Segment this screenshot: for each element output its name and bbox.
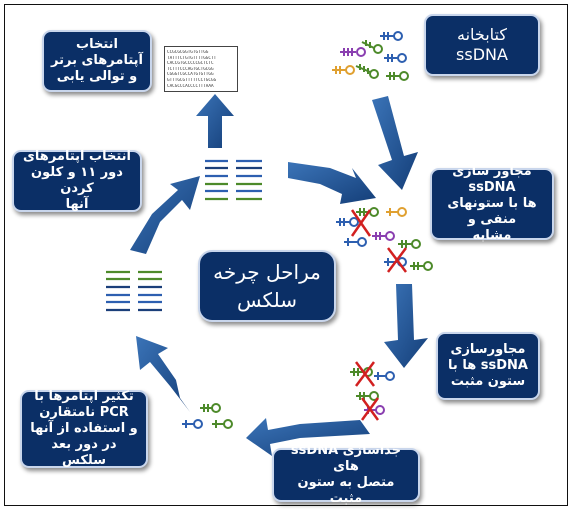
cycle-title: مراحل چرخه سلکس: [213, 260, 321, 312]
step-sequencing-box: انتخاب آپتامرهای برتر و توالی یابی: [42, 30, 152, 92]
arrow-round11-to-sequencing: [196, 94, 234, 148]
arrow-separation-to-amplification: [136, 336, 190, 412]
step-negative-selection-box: مجاور سازی ssDNA ها با ستونهای منفی و مش…: [430, 164, 554, 243]
step-positive-selection-label: مجاورسازی ssDNA ها با ستون مثبت: [448, 342, 528, 389]
arrow-amplification-to-round11: [130, 176, 200, 254]
aptamer-negative-cluster: [336, 207, 433, 273]
step-separation-label: جداسازی ssDNA های متصل به ستون مثبت: [290, 443, 402, 506]
cycle-arrows: [130, 94, 428, 456]
step-round11-label: انتخاب آپتامرهای دور ۱۱ و کلون کردن آنها: [23, 149, 131, 212]
diagram-frame: [4, 4, 568, 506]
cycle-title-box: مراحل چرخه سلکس: [198, 250, 336, 322]
aptamer-positive-cluster: [350, 361, 395, 421]
sequence-line: TATTTCTGTGTTTTGGCTT: [167, 55, 217, 61]
arrow-positive-to-separation: [246, 418, 370, 456]
sequence-lines-left: [106, 270, 162, 312]
step-separation-box: جداسازی ssDNA های متصل به ستون مثبت: [272, 443, 420, 506]
step-sequencing-label: انتخاب آپتامرهای برتر و توالی یابی: [51, 37, 143, 84]
sequence-line: GTTTGCGTTTTTCCTGCGG: [167, 77, 217, 83]
arrow-negative-to-positive: [384, 284, 428, 368]
aptamer-library-cluster: [332, 31, 409, 81]
sequence-line: CACGCCCACCCCTTTAAA: [167, 83, 214, 89]
sequence-line: CGGGTCGCCATGTGTTGG: [167, 72, 214, 78]
aptamer-amplification-cluster: [182, 403, 233, 429]
step-amplification-box: تکثیر آپتامرها با PCR نامتقارن و استفاده…: [20, 389, 148, 468]
step-amplification-label: تکثیر آپتامرها با PCR نامتقارن و استفاده…: [30, 389, 138, 468]
step-negative-selection-label: مجاور سازی ssDNA ها با ستونهای منفی و مش…: [447, 164, 537, 243]
arrow-library-to-negative: [372, 96, 418, 190]
sequencing-result-card: CCGCGCGGTGTGTTGG TATTTCTGTGTTTTGGCTT CAC…: [164, 46, 238, 92]
step-round11-box: انتخاب آپتامرهای دور ۱۱ و کلون کردن آنها: [12, 149, 142, 212]
step-library-box: کتابخانه ssDNA: [424, 14, 540, 76]
sequence-line: CCGCGCGGTGTGTTGG: [167, 50, 209, 55]
step-positive-selection-box: مجاورسازی ssDNA ها با ستون مثبت: [436, 332, 540, 400]
sequence-lines-top: [205, 159, 262, 201]
cross-marks: [350, 209, 407, 273]
sequence-line: TCTTTCCCAGTGCTGCGG: [167, 66, 214, 72]
sequence-line: CACCGTGCCCCCGCTCTC: [167, 61, 214, 67]
step-library-label: کتابخانه ssDNA: [456, 25, 508, 64]
arrow-to-round11-lines: [288, 162, 376, 204]
